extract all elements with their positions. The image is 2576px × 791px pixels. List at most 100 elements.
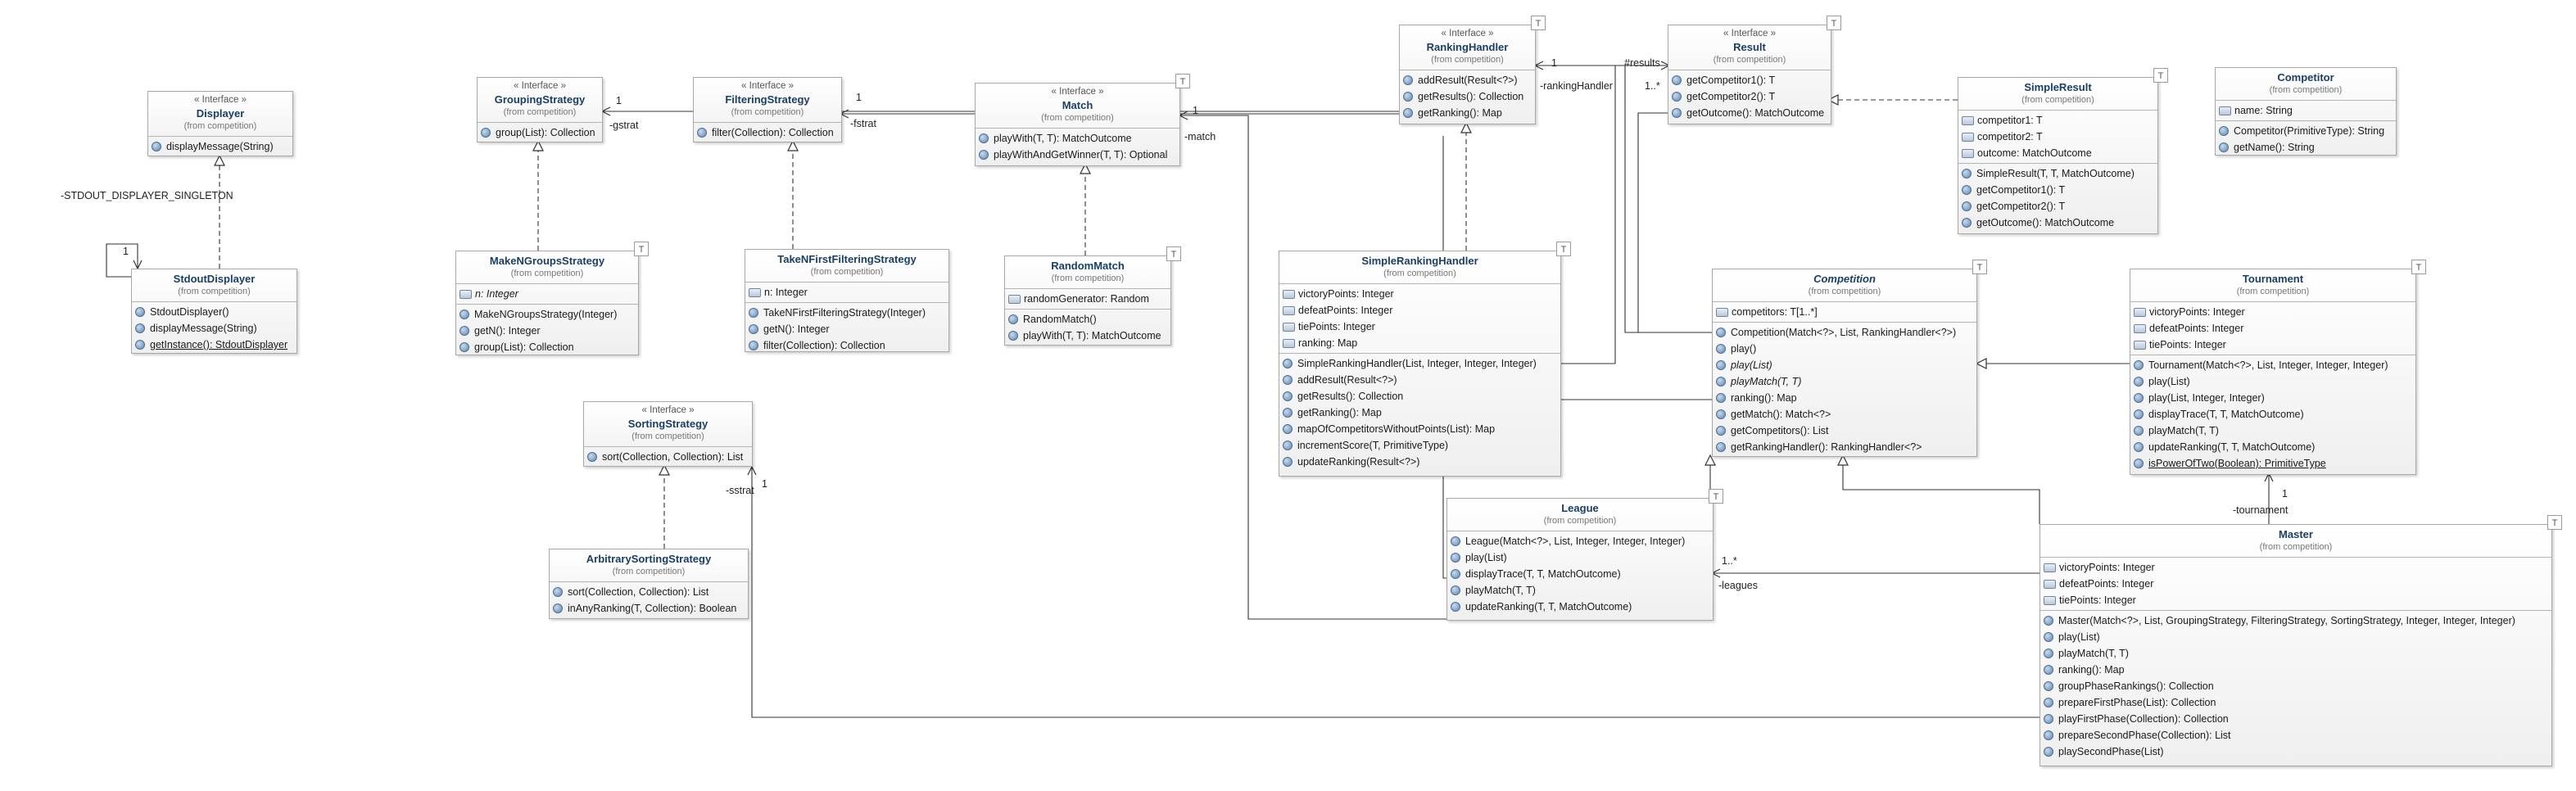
operation[interactable]: displayMessage(String) [135, 320, 293, 337]
class-ranking-handler[interactable]: T « Interface »RankingHandler(from compe… [1399, 16, 1546, 124]
operation[interactable]: MakeNGroupsStrategy(Integer) [460, 306, 635, 323]
operation[interactable]: Master(Match<?>, List, GroupingStrategy,… [2044, 612, 2548, 629]
operation[interactable]: Competitor(PrimitiveType): String [2219, 123, 2393, 139]
operation[interactable]: displayMessage(String) [152, 138, 289, 155]
operation[interactable]: getInstance(): StdoutDisplayer [135, 337, 293, 353]
class-stdout-displayer[interactable]: StdoutDisplayer(from competition) Stdout… [131, 269, 297, 354]
attribute[interactable]: defeatPoints: Integer [2134, 320, 2412, 337]
operation[interactable]: displayTrace(T, T, MatchOutcome) [1451, 566, 1709, 582]
operation[interactable]: displayTrace(T, T, MatchOutcome) [2134, 406, 2412, 423]
operation[interactable]: ranking(): Map [1716, 390, 1973, 406]
class-master[interactable]: T Master(from competition) victoryPoints… [2040, 515, 2562, 766]
operation[interactable]: playWith(T, T): MatchOutcome [1008, 328, 1167, 344]
operation[interactable]: playFirstPhase(Collection): Collection [2044, 711, 2548, 727]
operation[interactable]: getMatch(): Match<?> [1716, 406, 1973, 423]
operation[interactable]: getRanking(): Map [1403, 105, 1532, 121]
operation[interactable]: getCompetitor2(): T [1672, 88, 1827, 105]
operation[interactable]: TakeNFirstFilteringStrategy(Integer) [749, 305, 945, 321]
operation[interactable]: getCompetitor1(): T [1672, 72, 1827, 88]
attribute[interactable]: randomGenerator: Random [1008, 291, 1167, 307]
operation[interactable]: playWithAndGetWinner(T, T): Optional [979, 147, 1176, 163]
class-displayer[interactable]: « Interface »Displayer(from competition)… [147, 91, 293, 156]
operation[interactable]: playSecondPhase(List) [2044, 744, 2548, 760]
class-simple-result[interactable]: T SimpleResult(from competition) competi… [1958, 68, 2168, 234]
class-competitor[interactable]: Competitor(from competition) name: Strin… [2215, 67, 2397, 156]
operation[interactable]: Competition(Match<?>, List, RankingHandl… [1716, 324, 1973, 341]
operation[interactable]: getName(): String [2219, 139, 2393, 156]
attribute[interactable]: victoryPoints: Integer [2044, 559, 2548, 576]
operation[interactable]: getCompetitor2(): T [1962, 198, 2154, 215]
operation[interactable]: getResults(): Collection [1403, 88, 1532, 105]
operation[interactable]: RandomMatch() [1008, 311, 1167, 328]
operation[interactable]: mapOfCompetitorsWithoutPoints(List): Map [1283, 421, 1557, 437]
operation[interactable]: group(List): Collection [481, 124, 599, 141]
operation[interactable]: play(List) [2134, 373, 2412, 390]
operation[interactable]: getN(): Integer [749, 321, 945, 337]
operation[interactable]: play(List) [1451, 549, 1709, 566]
attribute[interactable]: victoryPoints: Integer [1283, 286, 1557, 302]
operation[interactable]: play(List) [2044, 629, 2548, 645]
operation[interactable]: prepareSecondPhase(Collection): List [2044, 727, 2548, 744]
operation[interactable]: getCompetitors(): List [1716, 423, 1973, 439]
class-competition[interactable]: T Competition(from competition) competit… [1712, 260, 1987, 457]
operation[interactable]: getOutcome(): MatchOutcome [1672, 105, 1827, 121]
operation[interactable]: getRanking(): Map [1283, 405, 1557, 421]
operation[interactable]: filter(Collection): Collection [749, 337, 945, 354]
class-takenfirst-filtering-strategy[interactable]: TakeNFirstFilteringStrategy(from competi… [745, 249, 949, 352]
operation[interactable]: updateRanking(T, T, MatchOutcome) [1451, 599, 1709, 615]
attribute[interactable]: competitor2: T [1962, 129, 2154, 145]
attribute[interactable]: tiePoints: Integer [1283, 319, 1557, 335]
attribute[interactable]: tiePoints: Integer [2044, 592, 2548, 608]
class-tournament[interactable]: T Tournament(from competition) victoryPo… [2130, 260, 2426, 475]
operation[interactable]: updateRanking(Result<?>) [1283, 454, 1557, 470]
operation[interactable]: playMatch(T, T) [1451, 582, 1709, 599]
operation[interactable]: updateRanking(T, T, MatchOutcome) [2134, 439, 2412, 455]
class-random-match[interactable]: T RandomMatch(from competition) randomGe… [1004, 246, 1181, 346]
attribute[interactable]: competitors: T[1..*] [1716, 304, 1973, 320]
operation[interactable]: getResults(): Collection [1283, 388, 1557, 405]
operation[interactable]: addResult(Result<?>) [1283, 372, 1557, 388]
attribute[interactable]: n: Integer [460, 286, 635, 302]
operation[interactable]: Tournament(Match<?>, List, Integer, Inte… [2134, 357, 2412, 373]
operation[interactable]: group(List): Collection [460, 339, 635, 355]
operation[interactable]: incrementScore(T, PrimitiveType) [1283, 437, 1557, 454]
class-result[interactable]: T « Interface »Result(from competition) … [1668, 16, 1841, 124]
operation[interactable]: getRankingHandler(): RankingHandler<?> [1716, 439, 1973, 455]
operation[interactable]: SimpleResult(T, T, MatchOutcome) [1962, 165, 2154, 182]
attribute[interactable]: victoryPoints: Integer [2134, 304, 2412, 320]
operation[interactable]: playMatch(T, T) [2044, 645, 2548, 662]
operation[interactable]: play(List, Integer, Integer) [2134, 390, 2412, 406]
operation[interactable]: prepareFirstPhase(List): Collection [2044, 694, 2548, 711]
class-arbitrary-sorting-strategy[interactable]: ArbitrarySortingStrategy(from competitio… [549, 549, 749, 619]
operation[interactable]: getOutcome(): MatchOutcome [1962, 215, 2154, 231]
operation[interactable]: isPowerOfTwo(Boolean): PrimitiveType [2134, 455, 2412, 472]
operation[interactable]: play(List) [1716, 357, 1973, 373]
operation[interactable]: playWith(T, T): MatchOutcome [979, 130, 1176, 147]
operation[interactable]: filter(Collection): Collection [697, 124, 838, 141]
class-sorting-strategy[interactable]: « Interface »SortingStrategy(from compet… [583, 401, 753, 467]
attribute[interactable]: outcome: MatchOutcome [1962, 145, 2154, 161]
class-match[interactable]: T « Interface »Match(from competition) p… [975, 74, 1190, 166]
operation[interactable]: inAnyRanking(T, Collection): Boolean [553, 600, 745, 617]
operation[interactable]: ranking(): Map [2044, 662, 2548, 678]
operation[interactable]: playMatch(T, T) [1716, 373, 1973, 390]
operation[interactable]: addResult(Result<?>) [1403, 72, 1532, 88]
attribute[interactable]: name: String [2219, 102, 2393, 119]
attribute[interactable]: defeatPoints: Integer [1283, 302, 1557, 319]
class-simple-ranking-handler[interactable]: T SimpleRankingHandler(from competition)… [1279, 242, 1571, 477]
operation[interactable]: groupPhaseRankings(): Collection [2044, 678, 2548, 694]
operation[interactable]: playMatch(T, T) [2134, 423, 2412, 439]
operation[interactable]: sort(Collection, Collection): List [553, 584, 745, 600]
operation[interactable]: StdoutDisplayer() [135, 304, 293, 320]
attribute[interactable]: n: Integer [749, 284, 945, 301]
operation[interactable]: sort(Collection, Collection): List [587, 449, 749, 465]
operation[interactable]: getCompetitor1(): T [1962, 182, 2154, 198]
operation[interactable]: League(Match<?>, List, Integer, Integer,… [1451, 533, 1709, 549]
attribute[interactable]: tiePoints: Integer [2134, 337, 2412, 353]
attribute[interactable]: competitor1: T [1962, 112, 2154, 129]
class-makengroups-strategy[interactable]: T MakeNGroupsStrategy(from competition) … [455, 242, 649, 355]
operation[interactable]: getN(): Integer [460, 323, 635, 339]
operation[interactable]: play() [1716, 341, 1973, 357]
operation[interactable]: SimpleRankingHandler(List, Integer, Inte… [1283, 355, 1557, 372]
class-league[interactable]: T League(from competition) League(Match<… [1446, 489, 1723, 621]
